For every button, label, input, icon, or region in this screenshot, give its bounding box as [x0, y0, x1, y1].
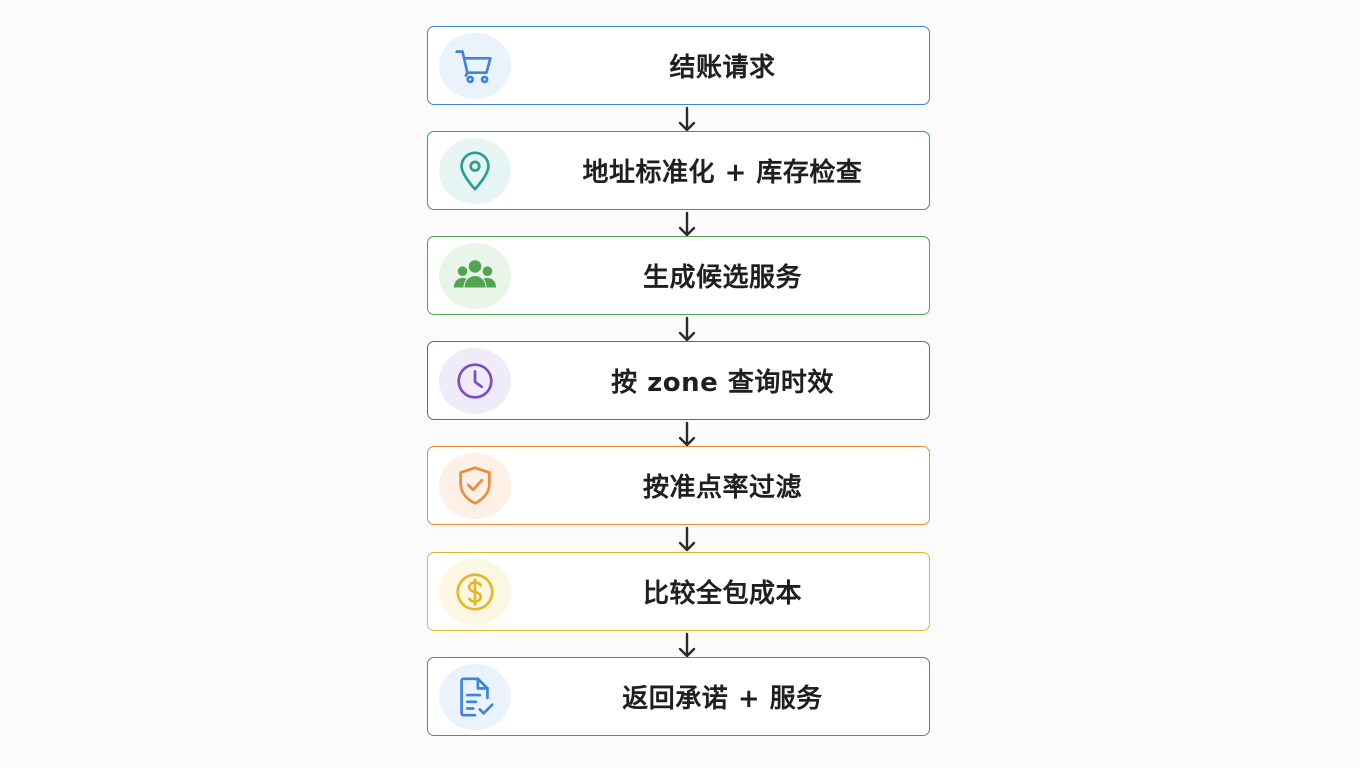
- arrow-down-icon: [678, 106, 696, 132]
- step-label: 地址标准化 + 库存检查: [582, 158, 863, 188]
- step-compare-cost: 比较全包成本: [427, 552, 930, 631]
- arrow-down-icon: [678, 526, 696, 552]
- step-query-zone-transit: 按 zone 查询时效: [427, 341, 930, 420]
- step-address-inventory: 地址标准化 + 库存检查: [427, 131, 930, 210]
- icon-badge: [439, 243, 511, 309]
- icon-badge: [439, 138, 511, 204]
- step-label: 返回承诺 + 服务: [622, 684, 823, 714]
- map-pin-icon: [460, 151, 490, 191]
- shield-check-icon: [459, 466, 491, 505]
- step-label: 结账请求: [669, 53, 776, 83]
- step-checkout-request: 结账请求: [427, 26, 930, 105]
- icon-badge: [439, 453, 511, 519]
- arrow-down-icon: [678, 211, 696, 237]
- icon-badge: [439, 664, 511, 730]
- arrow-down-icon: [678, 632, 696, 658]
- step-label: 比较全包成本: [642, 579, 802, 609]
- step-return-promise: 返回承诺 + 服务: [427, 657, 930, 736]
- step-generate-candidates: 生成候选服务: [427, 236, 930, 315]
- document-check-icon: [460, 677, 494, 717]
- step-label: 按准点率过滤: [642, 473, 802, 503]
- users-icon: [453, 260, 497, 288]
- arrow-down-icon: [678, 316, 696, 342]
- arrow-down-icon: [678, 421, 696, 447]
- icon-badge: [439, 348, 511, 414]
- icon-badge: [439, 33, 511, 99]
- icon-badge: [439, 559, 511, 625]
- step-label: 生成候选服务: [642, 263, 802, 293]
- clock-icon: [457, 363, 493, 399]
- step-label: 按 zone 查询时效: [611, 368, 834, 398]
- step-filter-on-time: 按准点率过滤: [427, 446, 930, 525]
- dollar-coin-icon: [456, 573, 494, 611]
- shopping-cart-icon: [455, 50, 492, 84]
